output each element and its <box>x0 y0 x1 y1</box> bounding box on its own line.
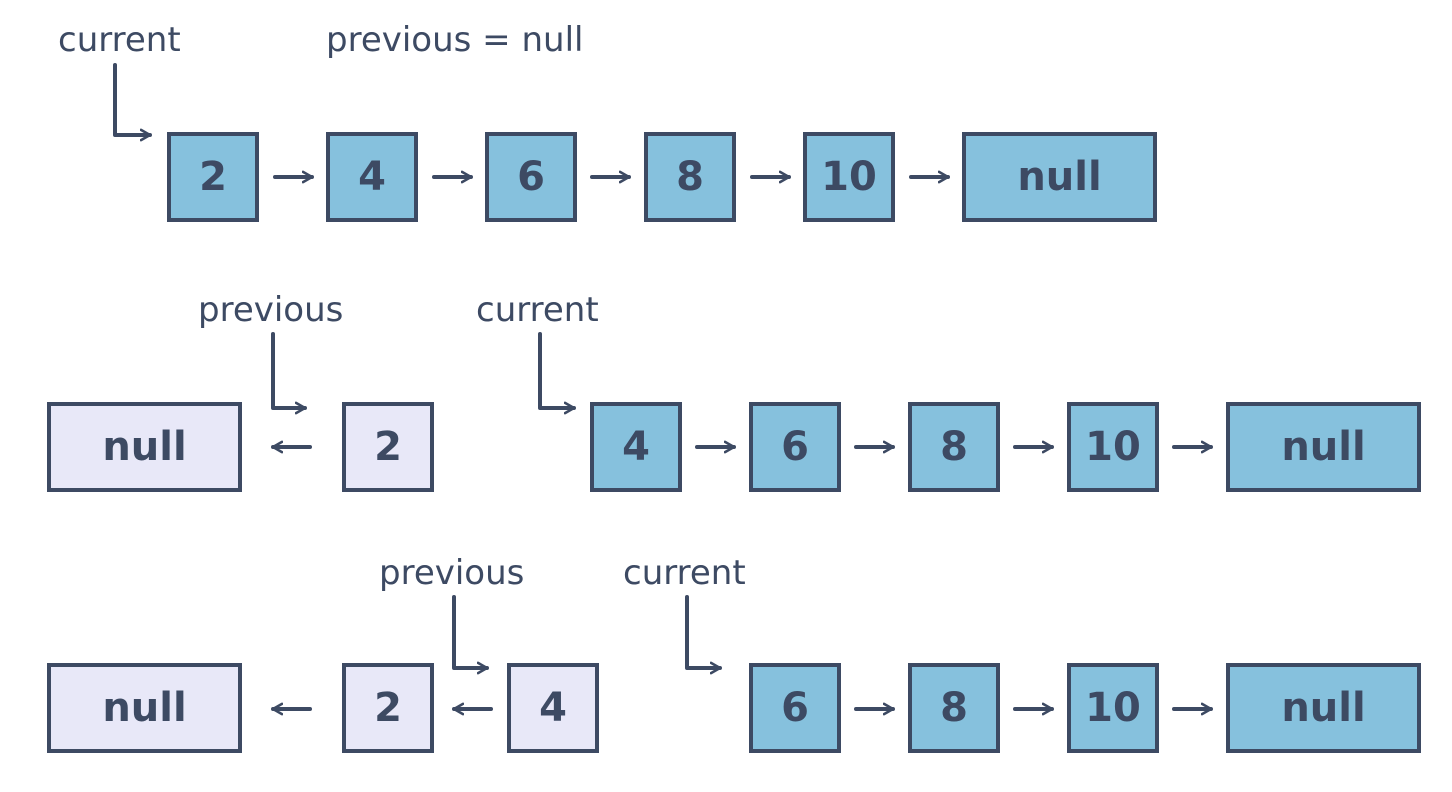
step1-node: 8 <box>644 132 736 222</box>
step3-node: 10 <box>1067 663 1159 753</box>
step1-null-node: null <box>962 132 1157 222</box>
step2-previous-pointer-arrow <box>271 332 307 415</box>
step2-current-pointer-arrow <box>538 332 576 415</box>
step3-reversed-null-node: null <box>47 663 242 753</box>
step1-current-pointer-arrow <box>113 63 152 142</box>
step3-previous-pointer-arrow <box>452 595 489 675</box>
step2-node: 6 <box>749 402 841 492</box>
step1-current-label: current <box>58 20 181 60</box>
step1-previous-label: previous = null <box>326 20 584 60</box>
step3-node: 8 <box>908 663 1000 753</box>
step3-null-node: null <box>1226 663 1421 753</box>
step2-node: 10 <box>1067 402 1159 492</box>
step3-current-pointer-arrow <box>685 595 722 675</box>
step2-reversed-null-node: null <box>47 402 242 492</box>
step1-node: 2 <box>167 132 259 222</box>
step2-node: 4 <box>590 402 682 492</box>
step2-node: 8 <box>908 402 1000 492</box>
step1-node: 6 <box>485 132 577 222</box>
step1-node: 4 <box>326 132 418 222</box>
step2-previous-label: previous <box>198 290 344 330</box>
step3-reversed-node: 4 <box>507 663 599 753</box>
step3-reversed-node: 2 <box>342 663 434 753</box>
step3-current-label: current <box>623 553 746 593</box>
step2-reversed-node: 2 <box>342 402 434 492</box>
step2-current-label: current <box>476 290 599 330</box>
step3-previous-label: previous <box>379 553 525 593</box>
step3-node: 6 <box>749 663 841 753</box>
step1-node: 10 <box>803 132 895 222</box>
step2-null-node: null <box>1226 402 1421 492</box>
